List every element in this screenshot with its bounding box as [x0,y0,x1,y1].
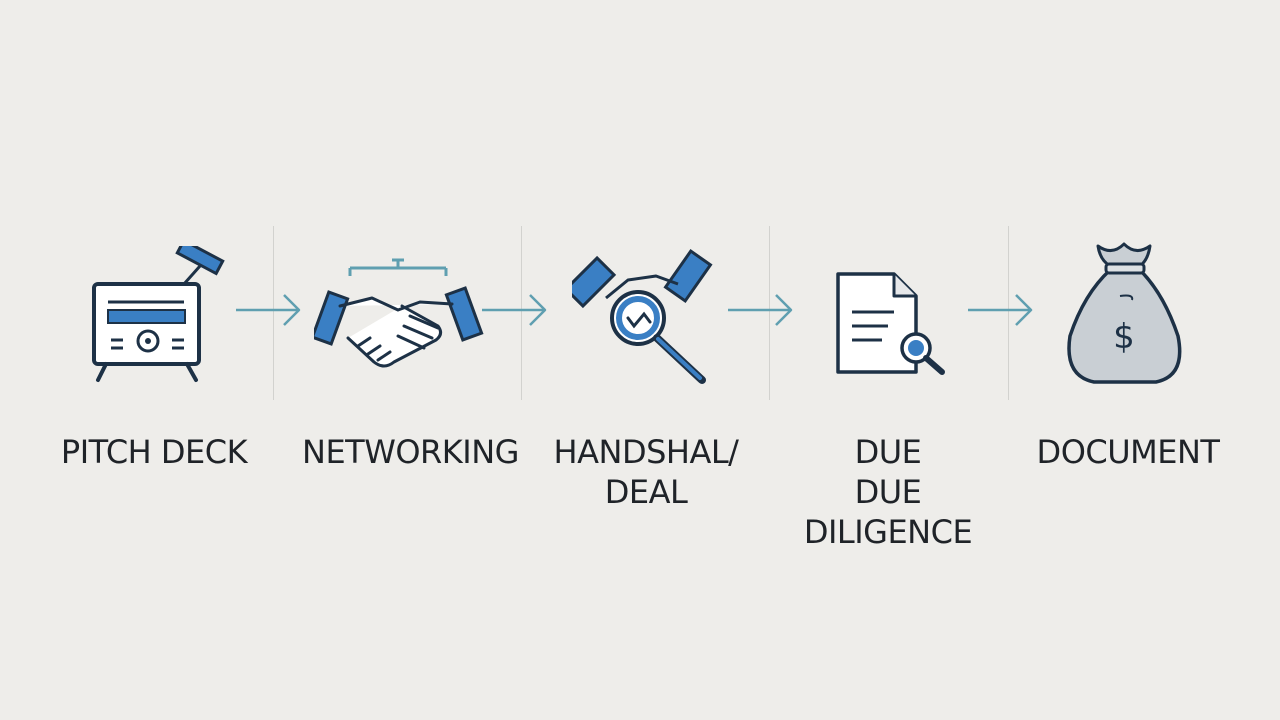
label-line: HANDSHAL/ [553,433,739,471]
dollar-sign-text: $ [1113,317,1135,357]
step-label-networking: NETWORKING [302,432,519,472]
step-label-handshake-deal: HANDSHAL/ DEAL [548,432,744,512]
divider [521,226,522,400]
handshake-icon [314,258,484,368]
money-bag-icon: $ [1067,242,1182,384]
label-line: DEAL [604,473,688,511]
step-label-due-diligence: DUE DUE DILIGENCE [798,432,978,552]
label-line: DUE [854,473,922,511]
arrow-right-icon [236,294,301,326]
handshake-magnifier-icon [572,249,713,384]
label-line: DUE [854,433,922,471]
divider [769,226,770,400]
step-label-document: DOCUMENT [1030,432,1226,472]
presentation-board-icon [92,246,225,382]
label-line: NETWORKING [302,433,519,471]
divider [1008,226,1009,400]
document-search-icon [836,272,945,375]
step-label-pitch-deck: PITCH DECK [54,432,254,472]
arrow-right-icon [728,294,793,326]
label-line: DILIGENCE [803,513,973,551]
label-line: DOCUMENT [1036,433,1220,471]
arrow-right-icon [482,294,547,326]
arrow-right-icon [968,294,1033,326]
divider [273,226,274,400]
label-line: PITCH DECK [60,433,248,471]
